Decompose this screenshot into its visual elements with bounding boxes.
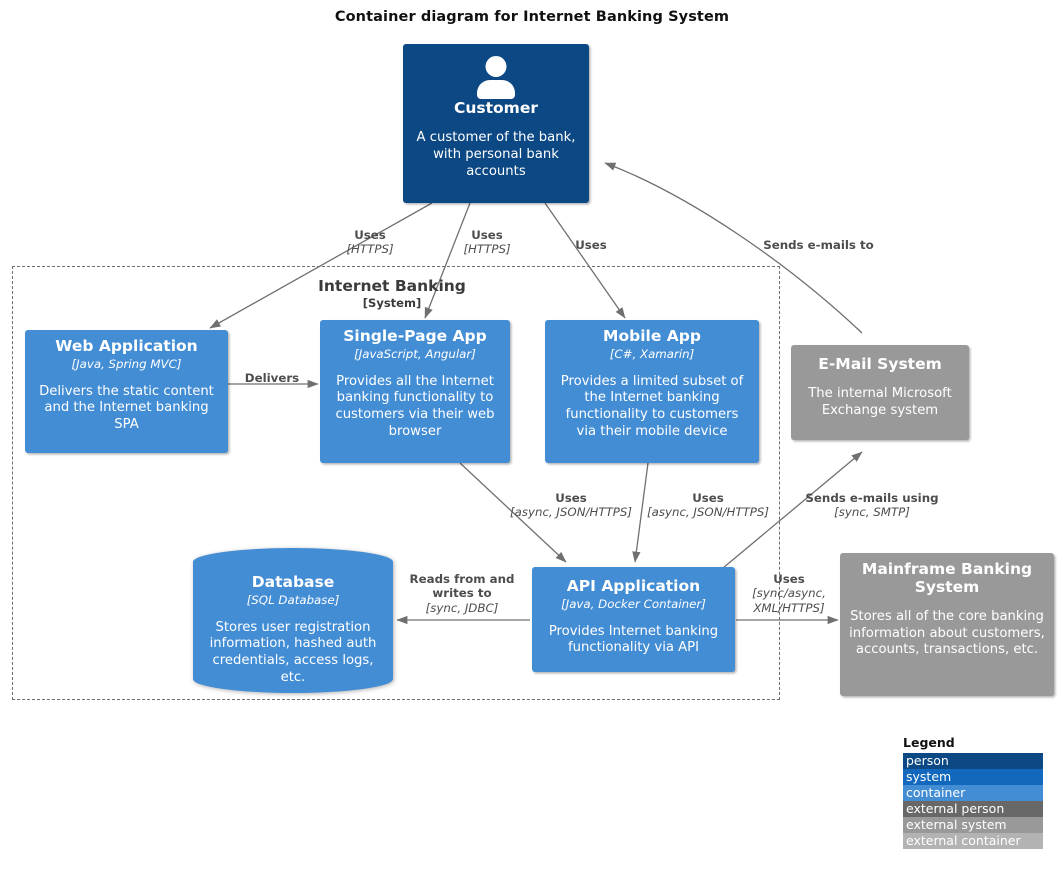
legend-item-label: external container (906, 833, 1021, 848)
edge-label-text: Sends e-mails using (805, 491, 939, 505)
edge-label-tech: [sync, SMTP] (834, 505, 910, 520)
legend-item-external-container: external container (903, 833, 1043, 849)
node-mobile-app-tech: [C#, Xamarin] (609, 346, 695, 361)
edge-label-text: Uses (575, 238, 607, 252)
node-web-application-name: Web Application (55, 337, 198, 355)
edge-label-tech: [HTTPS] (463, 242, 511, 257)
edge-label-mobile-app-api: Uses [async, JSON/HTTPS] (640, 491, 776, 520)
edge-label-web-application-single-page-app: Delivers (224, 371, 320, 385)
legend-item-label: person (906, 753, 949, 768)
node-email-system-description: The internal Microsoft Exchange system (808, 385, 952, 418)
node-mainframe-banking-system-name: Mainframe Banking System (861, 560, 1033, 596)
legend-item-label: container (906, 785, 966, 800)
legend-title: Legend (903, 735, 955, 750)
legend-item-external-person: external person (903, 801, 1043, 817)
node-database-description: Stores user registration information, ha… (209, 619, 377, 686)
edge-label-text: Uses (354, 228, 386, 242)
legend-item-label: system (906, 769, 952, 784)
node-mobile-app-description: Provides a limited subset of the Interne… (560, 373, 744, 440)
node-web-application-description: Delivers the static content and the Inte… (39, 383, 214, 433)
edge-label-tech: [sync/async, XML/HTTPS] (752, 586, 826, 615)
node-web-application-tech: [Java, Spring MVC] (71, 356, 182, 371)
legend-item-person: person (903, 753, 1043, 769)
database-cylinder-bottom (193, 665, 393, 693)
boundary-label-internet-banking: Internet Banking [System] (292, 277, 492, 311)
node-mobile-app[interactable]: Mobile App [C#, Xamarin] Provides a limi… (545, 320, 759, 463)
edge-label-tech: [sync, JDBC] (425, 600, 499, 615)
edge-label-tech: [async, JSON/HTTPS] (647, 505, 769, 520)
edge-label-text: Sends e-mails to (763, 238, 874, 252)
node-mainframe-banking-system[interactable]: Mainframe Banking System Stores all of t… (840, 553, 1054, 696)
edge-label-customer-mobile-app: Uses (530, 238, 652, 252)
database-text: Database [SQL Database] Stores user regi… (193, 573, 393, 687)
edge-label-tech: [HTTPS] (346, 242, 394, 257)
edge-label-text: Uses (471, 228, 503, 242)
legend-item-external-system: external system (903, 817, 1043, 833)
edge-label-text: Uses (555, 491, 587, 505)
boundary-type: [System] (362, 296, 422, 311)
node-customer[interactable]: Customer A customer of the bank, with pe… (403, 44, 589, 203)
page-title: Container diagram for Internet Banking S… (334, 9, 730, 25)
person-icon-head (485, 56, 507, 77)
edge-label-customer-single-page-app: Uses [HTTPS] (426, 228, 548, 257)
node-single-page-app[interactable]: Single-Page App [JavaScript, Angular] Pr… (320, 320, 510, 463)
legend-item-label: external person (906, 801, 1005, 816)
edge-label-tech: [async, JSON/HTTPS] (510, 505, 632, 520)
legend-item-system: system (903, 769, 1043, 785)
boundary-name: Internet Banking (318, 277, 466, 295)
edge-label-email-system-customer: Sends e-mails to (736, 238, 901, 252)
node-email-system-name: E-Mail System (818, 355, 942, 373)
legend: Legend person system container external … (903, 735, 1043, 849)
person-icon (473, 56, 519, 99)
node-single-page-app-description: Provides all the Internet banking functi… (335, 373, 495, 440)
legend-item-container: container (903, 785, 1043, 801)
boundary-internet-banking (12, 266, 780, 700)
edge-label-text: Delivers (244, 371, 300, 385)
edge-label-customer-web-application: Uses [HTTPS] (309, 228, 431, 257)
node-mainframe-banking-system-description: Stores all of the core banking informati… (849, 608, 1045, 658)
node-api-application[interactable]: API Application [Java, Docker Container]… (532, 567, 735, 672)
node-database-tech: [SQL Database] (246, 592, 340, 607)
node-database-name: Database (251, 573, 335, 591)
edge-label-api-database: Reads from and writes to [sync, JDBC] (398, 572, 526, 615)
node-web-application[interactable]: Web Application [Java, Spring MVC] Deliv… (25, 330, 228, 453)
node-customer-name: Customer (453, 99, 538, 117)
node-api-application-name: API Application (566, 577, 701, 595)
node-customer-description: A customer of the bank, with personal ba… (416, 129, 576, 179)
node-single-page-app-tech: [JavaScript, Angular] (354, 346, 476, 361)
database-cylinder-body (193, 562, 393, 679)
edge-label-single-page-app-api: Uses [async, JSON/HTTPS] (503, 491, 639, 520)
database-cylinder-top (193, 548, 393, 576)
node-email-system[interactable]: E-Mail System The internal Microsoft Exc… (791, 345, 969, 440)
edge-label-text: Uses (773, 572, 805, 586)
edge-label-api-mainframe: Uses [sync/async, XML/HTTPS] (739, 572, 839, 615)
node-api-application-tech: [Java, Docker Container] (561, 596, 706, 611)
edge-label-api-email-system: Sends e-mails using [sync, SMTP] (793, 491, 951, 520)
node-single-page-app-name: Single-Page App (343, 327, 487, 345)
edge-label-text: Uses (692, 491, 724, 505)
edge-label-text: Reads from and writes to (409, 572, 515, 601)
node-database[interactable]: Database [SQL Database] Stores user regi… (193, 548, 393, 693)
legend-item-label: external system (906, 817, 1007, 832)
node-api-application-description: Provides Internet banking functionality … (548, 623, 719, 656)
node-mobile-app-name: Mobile App (603, 327, 701, 345)
person-icon-body (477, 80, 515, 99)
